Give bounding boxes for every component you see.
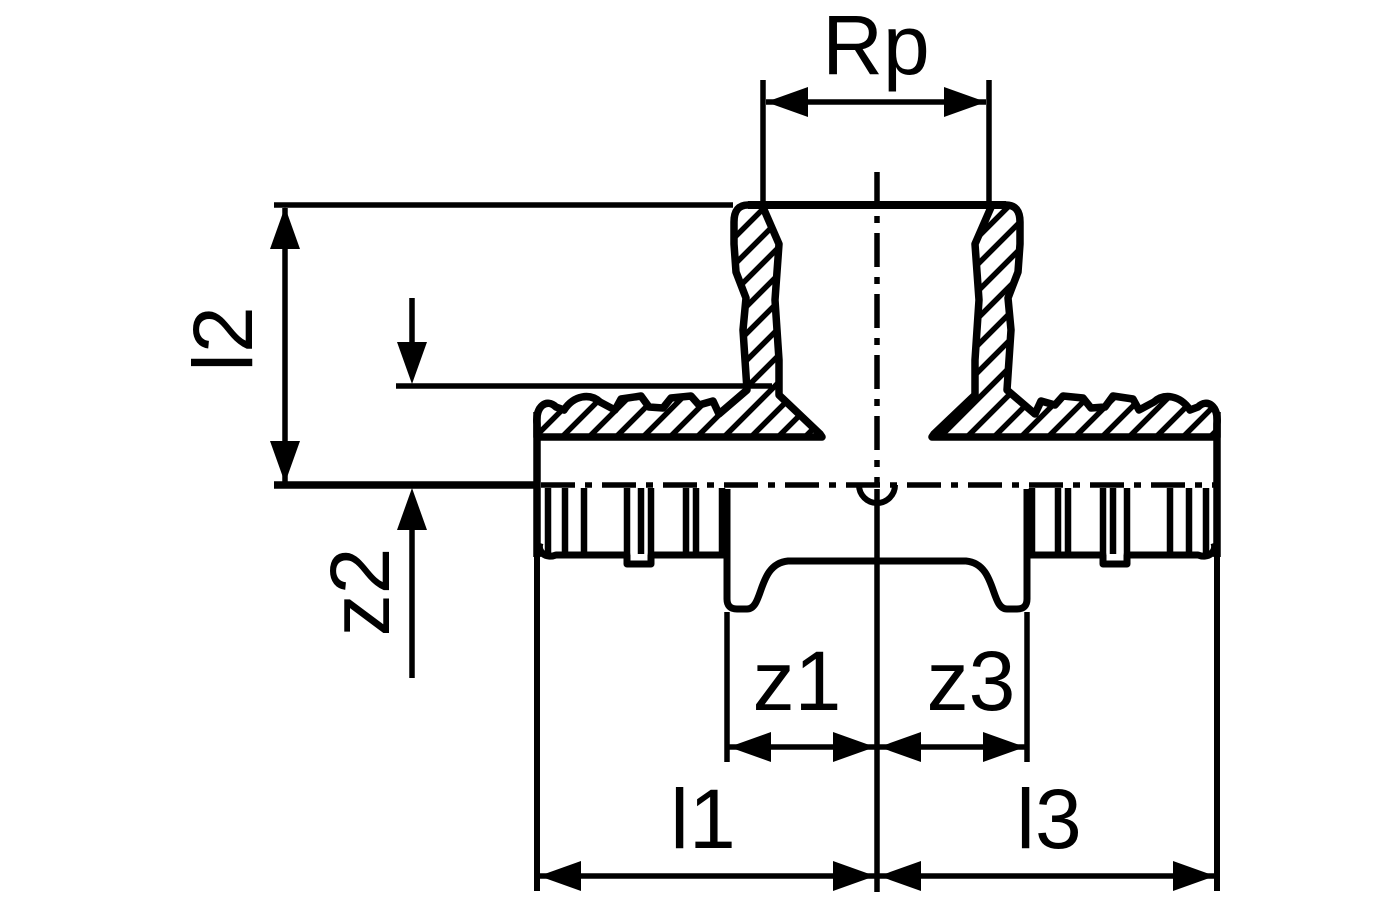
z1-label: z1 [753, 634, 842, 728]
dim-l3: l3 [879, 557, 1220, 891]
arrowhead [270, 207, 300, 249]
branch-left-wall-and-run-left-shell [533, 201, 826, 441]
arrowhead [397, 342, 427, 384]
z3-label: z3 [927, 634, 1016, 728]
rp-label: Rp [822, 0, 929, 92]
arrowhead [833, 861, 875, 891]
arrowhead [983, 732, 1025, 762]
l1-label: l1 [670, 772, 735, 866]
arrowhead [766, 87, 808, 117]
dim-z1: z1 [724, 612, 875, 762]
arrowhead [879, 732, 921, 762]
fitting-exterior-lower [533, 412, 1221, 613]
arrowhead [270, 441, 300, 483]
dim-l1: l1 [534, 557, 875, 891]
arrowhead [879, 861, 921, 891]
dim-l2: l2 [176, 202, 733, 489]
arrowhead [539, 861, 581, 891]
press-sleeve-ribs-left [544, 488, 726, 554]
z2-label: z2 [313, 548, 407, 637]
dim-rp: Rp [760, 0, 992, 202]
press-sleeve-bottom-right [1027, 541, 1219, 568]
branch-right-wall-and-run-right-shell [928, 201, 1221, 441]
dim-z2: z2 [313, 298, 772, 678]
arrowhead [1173, 861, 1215, 891]
l2-label: l2 [176, 306, 270, 371]
press-sleeve-bottom-left [535, 541, 727, 568]
arrowhead [944, 87, 986, 117]
dim-z3: z3 [879, 612, 1030, 762]
press-sleeve-ribs-right [1028, 488, 1210, 554]
arrowhead [729, 732, 771, 762]
centerlines [541, 172, 1217, 892]
arrowhead [397, 488, 427, 530]
fitting-section-upper [533, 201, 1221, 441]
arrowhead [833, 732, 875, 762]
l3-label: l3 [1016, 772, 1081, 866]
